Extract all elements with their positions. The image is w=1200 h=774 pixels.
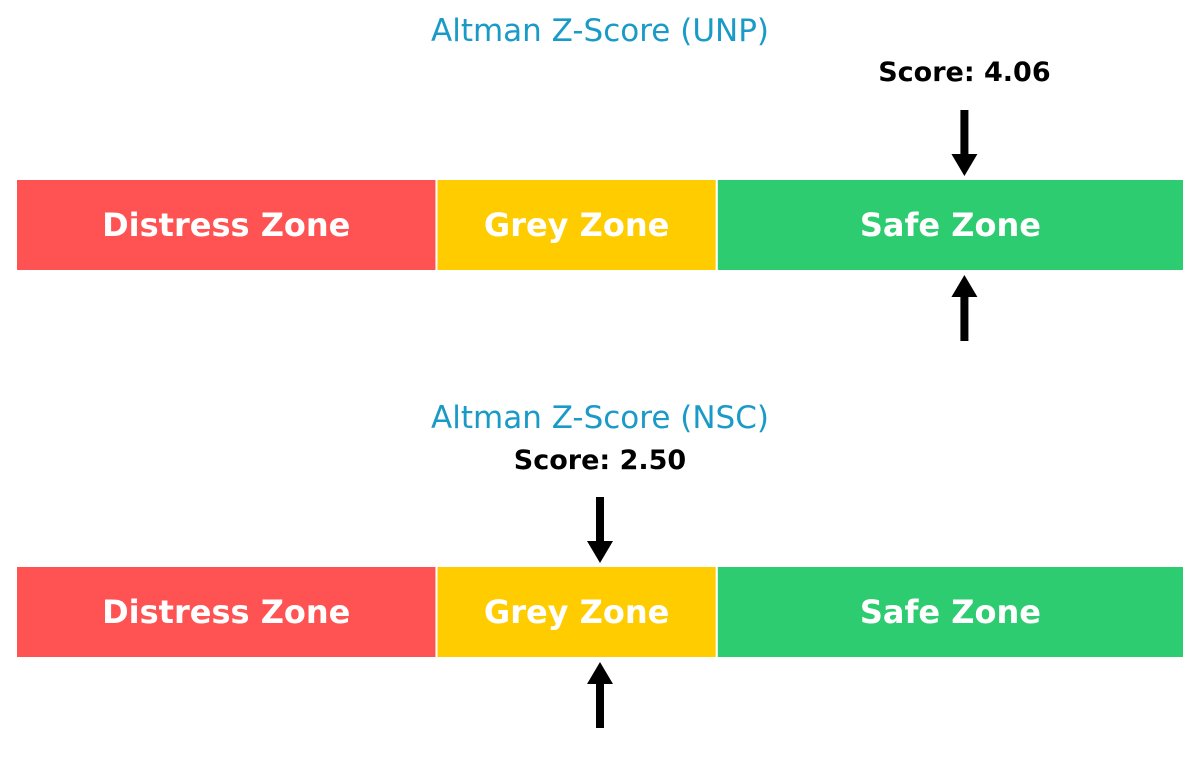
zone-distress-zone: [15, 565, 438, 659]
zone-label: Distress Zone: [102, 206, 350, 244]
chart-title: Altman Z-Score (UNP): [431, 13, 769, 49]
score-label: Score: 2.50: [514, 445, 686, 476]
score-markers: [951, 110, 978, 341]
score-label: Score: 4.06: [878, 57, 1050, 88]
score-arrow-up: [587, 662, 613, 728]
zone-grey-zone: [435, 178, 718, 272]
score-arrow-down: [587, 497, 613, 563]
zone-label: Grey Zone: [484, 593, 669, 631]
zscore-chart-nsc: Altman Z-Score (NSC) Distress Zone Grey Z…: [15, 400, 1185, 728]
zone-label: Safe Zone: [860, 206, 1041, 244]
zone-distress-zone: [15, 178, 438, 272]
zone-bar: Distress Zone Grey Zone Safe Zone: [15, 565, 1185, 659]
score-arrow-up: [951, 275, 978, 341]
chart-title: Altman Z-Score (NSC): [431, 400, 769, 436]
zone-label: Distress Zone: [102, 593, 350, 631]
score-arrow-down: [951, 110, 978, 176]
score-markers: [587, 497, 613, 728]
zone-safe-zone: [715, 178, 1185, 272]
zone-label: Safe Zone: [860, 593, 1041, 631]
zone-grey-zone: [435, 565, 718, 659]
zone-safe-zone: [715, 565, 1185, 659]
zscore-chart-unp: Altman Z-Score (UNP) Distress Zone Grey Z…: [15, 13, 1185, 341]
zone-bar: Distress Zone Grey Zone Safe Zone: [15, 178, 1185, 272]
zone-label: Grey Zone: [484, 206, 669, 244]
